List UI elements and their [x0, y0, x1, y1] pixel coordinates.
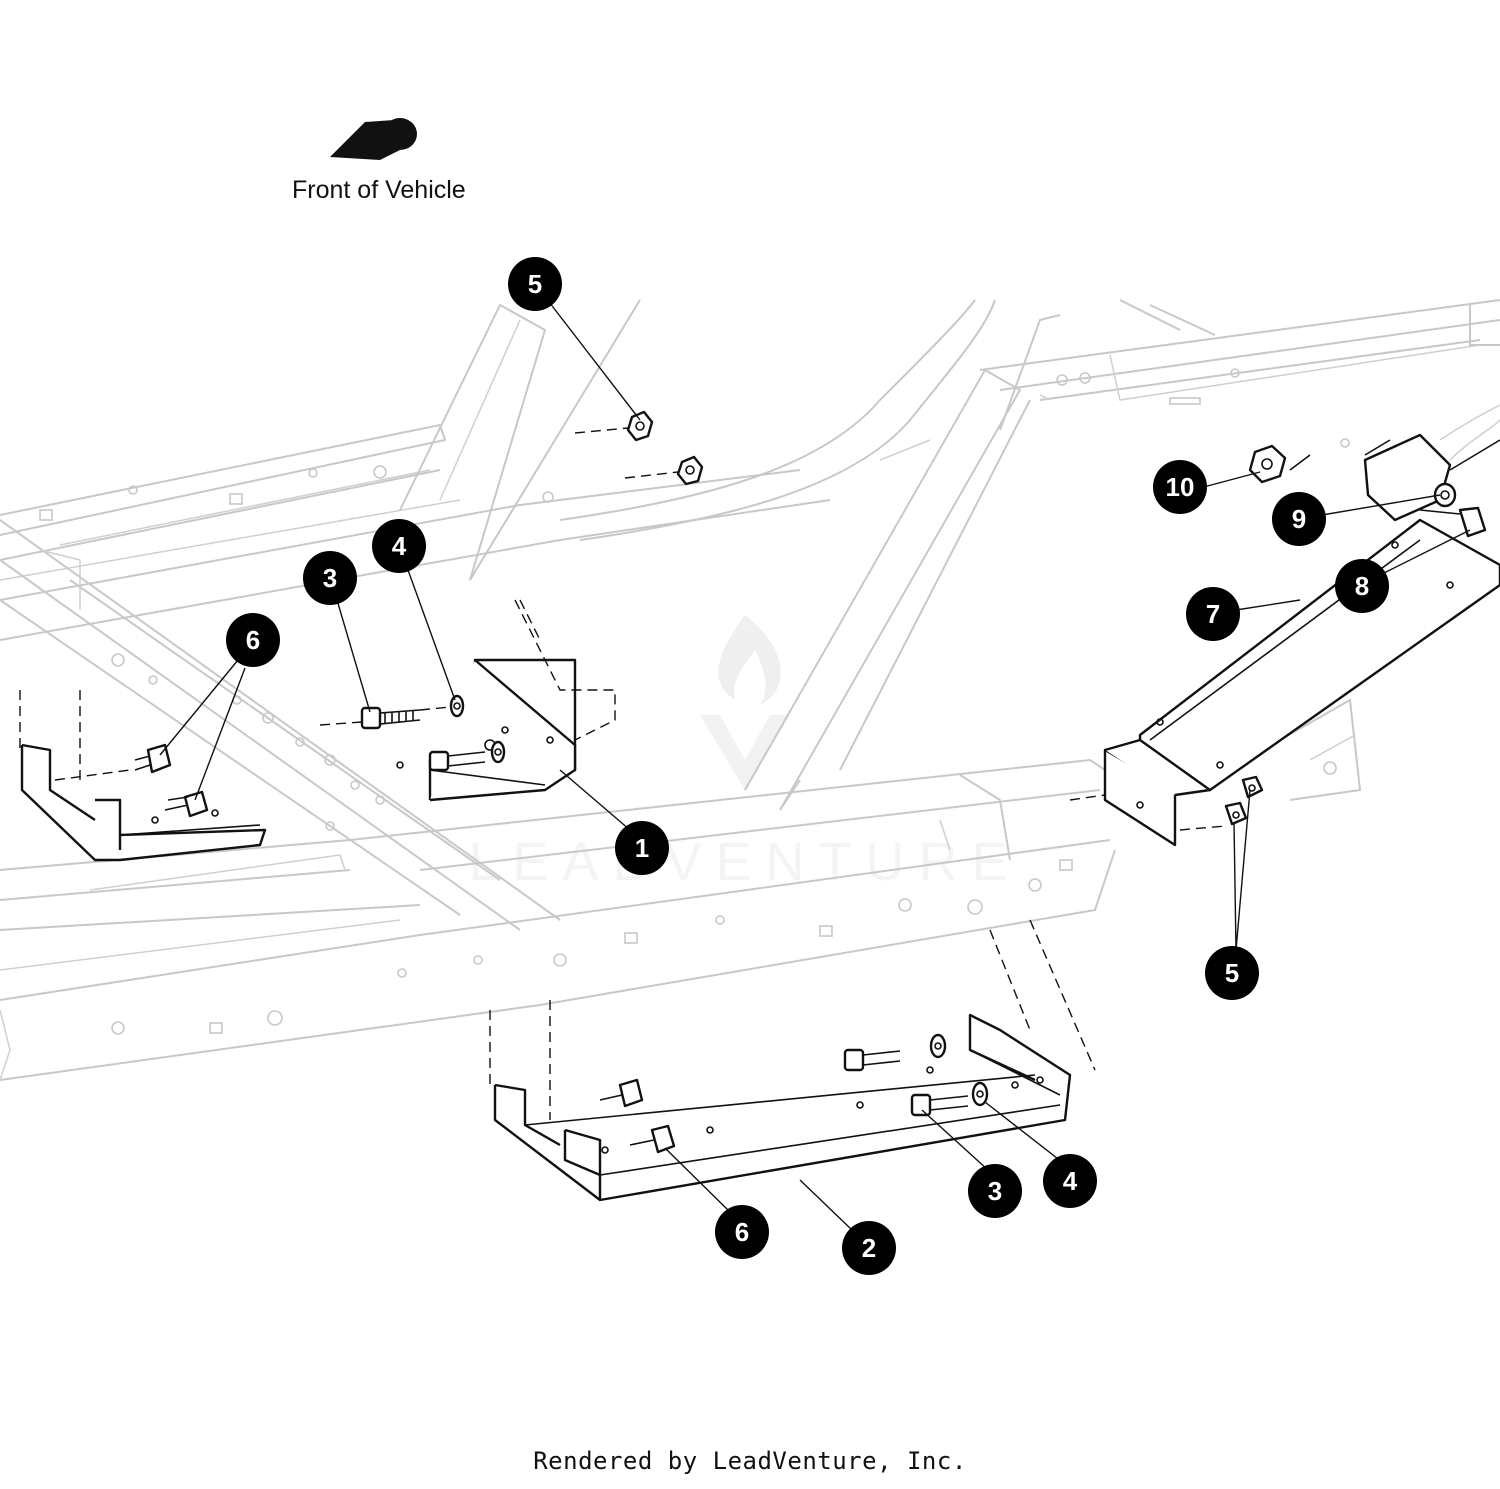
callout-label: 7 [1206, 599, 1220, 629]
bolt-6-bottom-b [629, 1124, 676, 1154]
callout-label: 9 [1292, 504, 1306, 534]
bolt-5-right-b [1224, 801, 1248, 826]
callout-6-bottom: 6 [715, 1205, 769, 1259]
nut-10 [1248, 444, 1311, 484]
callout-label: 4 [392, 531, 407, 561]
front-of-vehicle-label: Front of Vehicle [292, 176, 466, 204]
callout-1: 1 [615, 821, 669, 875]
callout-label: 6 [246, 625, 260, 655]
bolt-8 [1419, 506, 1487, 538]
washer-4-left [419, 694, 465, 718]
callout-3-left: 3 [303, 551, 357, 605]
leadventure-watermark: LEADVENTURE [468, 615, 1021, 892]
plate-upper-right [1363, 433, 1500, 522]
rendered-by-credit: Rendered by LeadVenture, Inc. [533, 1447, 967, 1475]
nut-5-top-b [624, 455, 704, 486]
callout-label: 8 [1355, 571, 1369, 601]
callout-label: 10 [1166, 472, 1195, 502]
bolt-3-bottom-upper [843, 1033, 947, 1072]
svg-text:LEADVENTURE: LEADVENTURE [468, 832, 1021, 892]
callout-label: 4 [1063, 1166, 1078, 1196]
washer-4-bottom [971, 1081, 989, 1107]
bolt-6-left-b [164, 790, 209, 818]
vehicle-front-arrow-icon [330, 118, 417, 160]
callout-4-bottom: 4 [1043, 1154, 1097, 1208]
washer-9 [1433, 482, 1457, 508]
callout-9: 9 [1272, 492, 1326, 546]
bolt-5-right-a [1241, 775, 1264, 799]
callout-label: 1 [635, 833, 649, 863]
callout-label: 6 [735, 1217, 749, 1247]
bracket-left-small [19, 690, 267, 862]
bracket-part-7 [1069, 518, 1500, 847]
callout-label: 3 [988, 1176, 1002, 1206]
callout-6-left: 6 [226, 613, 280, 667]
callout-2: 2 [842, 1221, 896, 1275]
callout-10: 10 [1153, 460, 1207, 514]
bolt-3-bottom [910, 1093, 969, 1117]
leader-lines [159, 297, 1471, 1231]
nut-5-top-a [574, 410, 654, 442]
callout-7: 7 [1186, 587, 1240, 641]
bracket-part-1 [396, 658, 577, 802]
callout-8: 8 [1335, 559, 1389, 613]
callout-3-bottom: 3 [968, 1164, 1022, 1218]
callout-label: 5 [528, 269, 542, 299]
bolt-3-left [319, 706, 421, 730]
callout-5-right: 5 [1205, 946, 1259, 1000]
callout-label: 2 [862, 1233, 876, 1263]
bracket-part-2 [489, 919, 1096, 1202]
callout-5-top: 5 [508, 257, 562, 311]
callout-label: 3 [323, 563, 337, 593]
callout-label: 5 [1225, 958, 1239, 988]
bolt-6-left-a [134, 743, 172, 774]
bolt-3-left-lower [428, 740, 506, 772]
vehicle-frame [0, 299, 1500, 1081]
bolt-6-bottom-a [599, 1078, 644, 1108]
callout-4-left: 4 [372, 519, 426, 573]
